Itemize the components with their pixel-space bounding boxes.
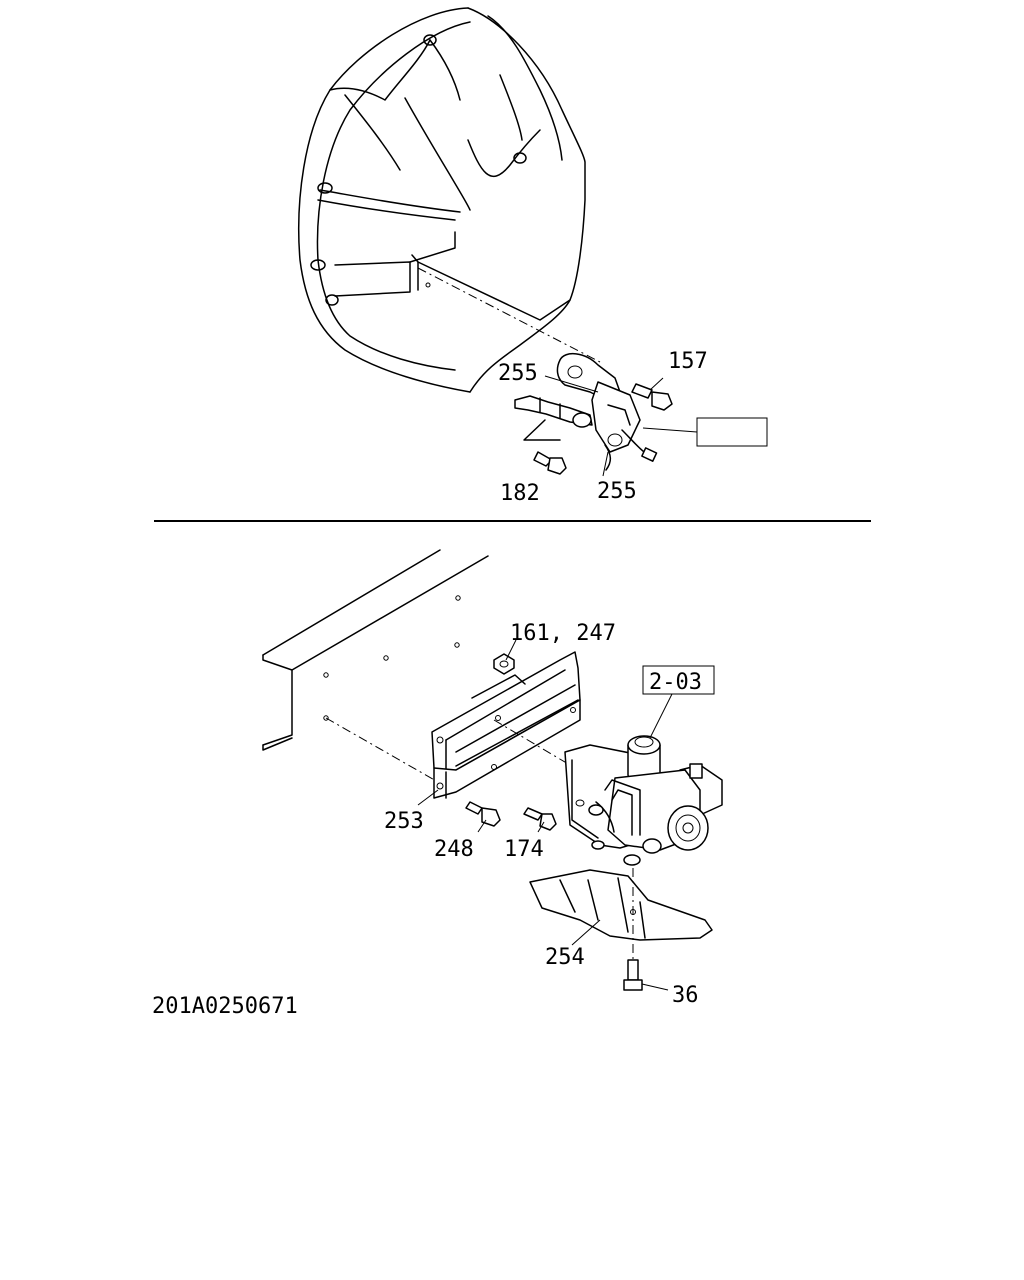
bolt-182 bbox=[533, 451, 567, 475]
callout-36: 36 bbox=[672, 983, 699, 1008]
callout-255-lower: 255 bbox=[597, 479, 637, 504]
callout-254: 254 bbox=[545, 945, 585, 970]
mounting-bracket-253 bbox=[431, 651, 581, 799]
ref-label-2-03-bottom: 2-03 bbox=[649, 670, 702, 695]
callout-255-upper: 255 bbox=[498, 361, 538, 386]
leader-rail-bracket bbox=[325, 717, 439, 783]
shield-254 bbox=[529, 869, 713, 941]
frame-rail bbox=[262, 549, 489, 751]
callout-157: 157 bbox=[668, 349, 708, 374]
nut-161-247 bbox=[493, 653, 515, 675]
bolt-174 bbox=[523, 807, 557, 831]
sensor-bracket-assembly bbox=[514, 353, 658, 471]
callout-182: 182 bbox=[500, 481, 540, 506]
ref-box-top bbox=[696, 417, 768, 447]
callout-253: 253 bbox=[384, 809, 424, 834]
bolt-36 bbox=[623, 959, 643, 991]
bolt-157 bbox=[631, 383, 673, 411]
ref-box-bottom bbox=[642, 665, 715, 695]
flywheel-housing bbox=[298, 7, 586, 393]
valve-assembly bbox=[564, 735, 723, 866]
bolt-248 bbox=[465, 801, 501, 827]
callout-248: 248 bbox=[434, 837, 474, 862]
leader-housing-bracket bbox=[417, 267, 601, 363]
drawing-id: 201A0250671 bbox=[152, 994, 298, 1019]
callout-174: 174 bbox=[504, 837, 544, 862]
callout-161-247: 161, 247 bbox=[510, 621, 616, 646]
leader-bracket-valve bbox=[493, 719, 576, 769]
